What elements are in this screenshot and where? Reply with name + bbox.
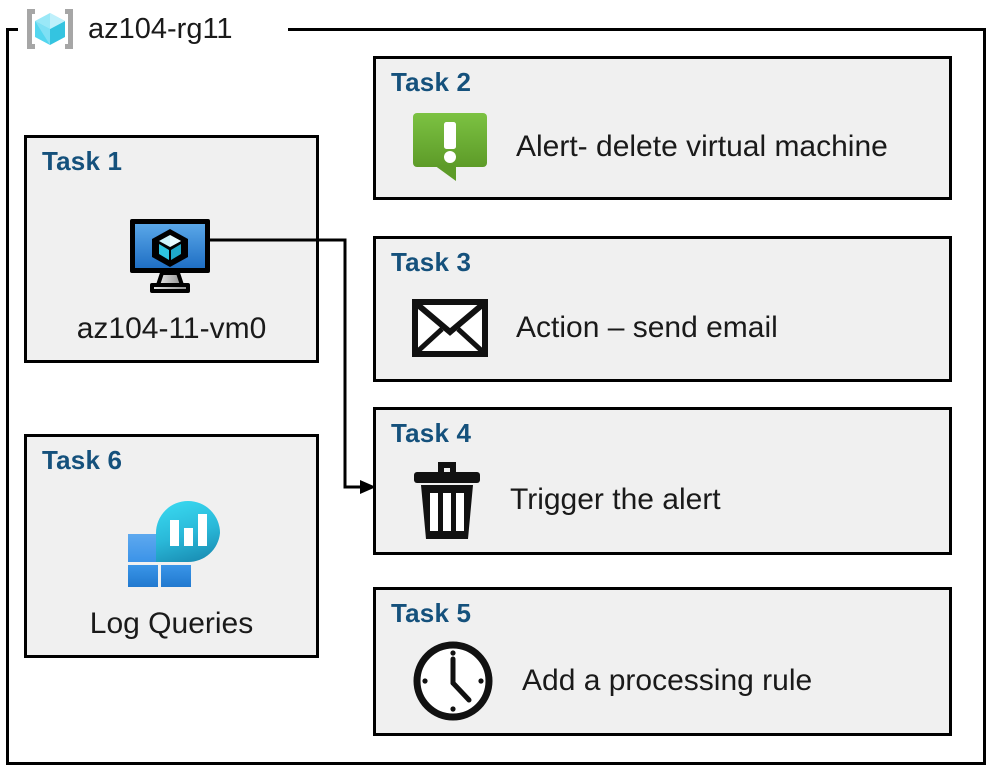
- task-card-2[interactable]: Task 2 Alert- delete virtual machine: [373, 56, 952, 200]
- trash-can-icon: [412, 460, 482, 540]
- task-card-label: Alert- delete virtual machine: [516, 130, 888, 163]
- task-card-label: Log Queries: [89, 607, 254, 640]
- task-card-title: Task 1: [42, 146, 123, 176]
- clock-icon: [412, 640, 494, 722]
- alert-bubble-icon: [412, 112, 488, 182]
- resource-group-cube-icon: [22, 5, 78, 53]
- task-card-title: Task 3: [391, 247, 472, 277]
- log-analytics-icon: [120, 490, 224, 595]
- task-card-title: Task 2: [391, 67, 472, 97]
- task-card-4[interactable]: Task 4 Trigger the alert: [373, 407, 952, 555]
- task-card-5[interactable]: Task 5 Add a processing rule: [373, 587, 952, 736]
- task-card-6[interactable]: Task 6: [24, 434, 319, 658]
- task-card-title: Task 6: [42, 445, 123, 475]
- task-card-label: Add a processing rule: [522, 663, 813, 697]
- task-card-label: az104-11-vm0: [76, 312, 267, 345]
- task-card-label: Action – send email: [516, 311, 778, 344]
- task-card-1[interactable]: Task 1: [24, 135, 319, 363]
- task-card-label: Trigger the alert: [510, 483, 721, 516]
- task-card-3[interactable]: Task 3 Action – send email: [373, 236, 952, 382]
- envelope-icon: [412, 299, 488, 357]
- virtual-machine-icon: [126, 217, 218, 300]
- resource-group-name: az104-rg11: [88, 12, 233, 45]
- resource-group-label: az104-rg11: [22, 3, 243, 55]
- task-card-title: Task 4: [391, 418, 472, 448]
- task-card-title: Task 5: [391, 598, 472, 628]
